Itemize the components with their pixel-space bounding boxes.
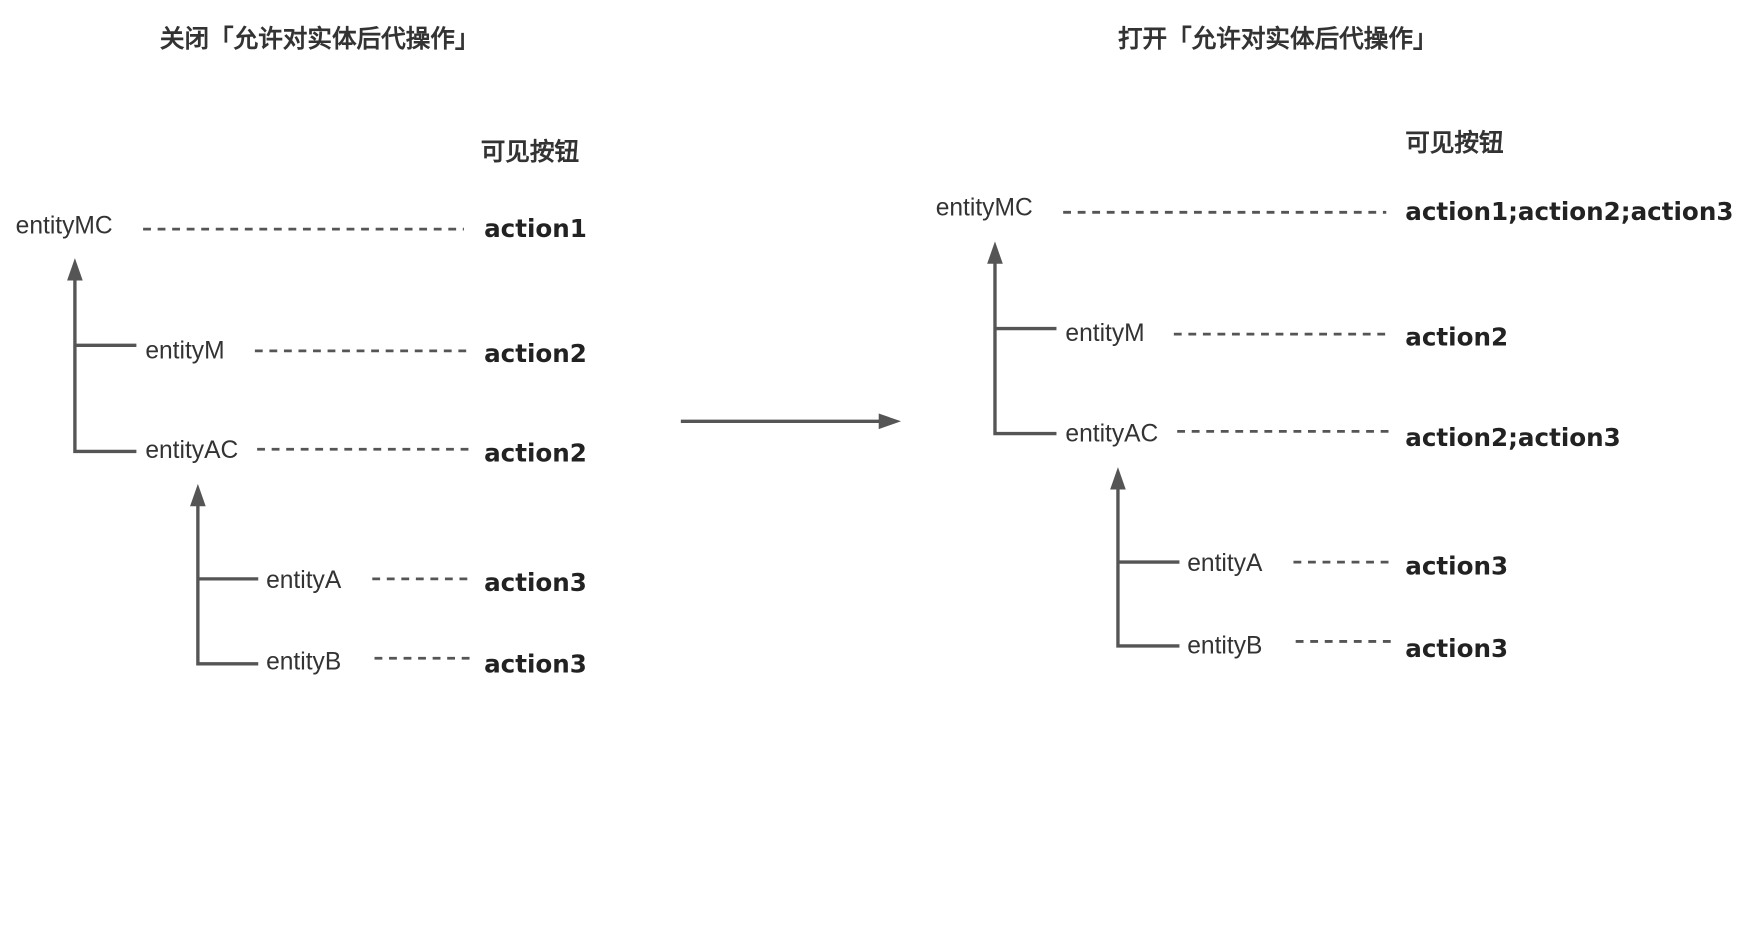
left-action-mc: action1 <box>484 214 587 243</box>
right-action-m: action2 <box>1405 322 1508 351</box>
left-tree-line-ac <box>196 502 259 666</box>
right-entity-ac: entityAC <box>1065 420 1158 447</box>
right-action-a: action3 <box>1405 551 1508 580</box>
left-tree-line-mc <box>73 277 137 454</box>
right-entity-m: entityM <box>1065 320 1144 347</box>
left-entity-mc: entityMC <box>16 213 113 240</box>
right-action-mc: action1;action2;action3 <box>1405 197 1733 226</box>
left-title: 关闭「允许对实体后代操作」 <box>160 24 480 53</box>
right-entity-mc: entityMC <box>936 195 1033 222</box>
left-entity-m: entityM <box>145 338 224 365</box>
right-arrowhead-ac <box>1110 467 1126 490</box>
right-action-b: action3 <box>1405 634 1508 663</box>
left-arrowhead-ac <box>190 483 206 507</box>
left-entity-b: entityB <box>266 648 341 675</box>
left-arrowhead-mc <box>67 258 83 281</box>
left-header: 可见按钮 <box>481 137 580 166</box>
left-action-b: action3 <box>484 650 587 679</box>
right-title: 打开「允许对实体后代操作」 <box>1118 24 1438 53</box>
transition-arrow <box>680 413 902 430</box>
right-tree-line-mc <box>993 260 1057 436</box>
right-header: 可见按钮 <box>1405 128 1504 157</box>
right-arrowhead-mc <box>987 241 1003 264</box>
right-tree-line-ac <box>1116 486 1180 648</box>
right-panel: 打开「允许对实体后代操作」 可见按钮 entityMC action1;acti… <box>936 24 1734 663</box>
right-entity-a: entityA <box>1187 550 1263 577</box>
left-action-a: action3 <box>484 568 587 597</box>
left-action-m: action2 <box>484 339 587 368</box>
right-entity-b: entityB <box>1187 633 1262 660</box>
left-panel: 关闭「允许对实体后代操作」 可见按钮 entityMC action1 enti… <box>16 24 587 679</box>
right-action-ac: action2;action3 <box>1405 423 1621 452</box>
left-action-ac: action2 <box>484 439 587 468</box>
left-entity-a: entityA <box>266 567 342 594</box>
left-entity-ac: entityAC <box>145 437 238 464</box>
